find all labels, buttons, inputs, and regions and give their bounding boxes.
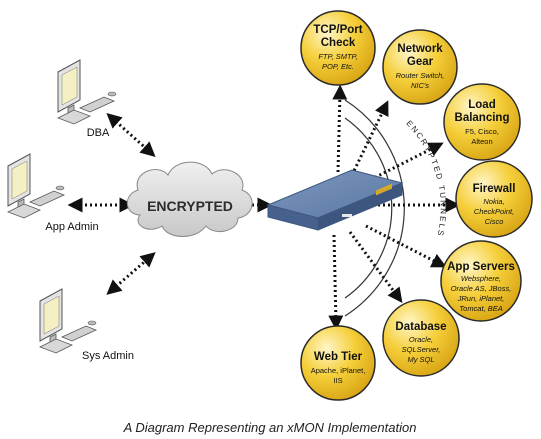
svg-text:Gear: Gear bbox=[407, 56, 434, 68]
svg-text:TCP/Port: TCP/Port bbox=[313, 24, 362, 36]
svg-text:Tomcat, BEA: Tomcat, BEA bbox=[459, 304, 503, 313]
user-connectors bbox=[67, 112, 273, 295]
workstation-sys-admin: Sys Admin bbox=[39, 288, 134, 362]
service-network-gear: Network Gear Router Switch, NIC's bbox=[382, 29, 458, 105]
svg-text:Database: Database bbox=[395, 321, 446, 333]
svg-text:Nokia,: Nokia, bbox=[483, 197, 504, 206]
svg-text:POP, Etc.: POP, Etc. bbox=[322, 62, 354, 71]
connector-load bbox=[365, 142, 444, 184]
cloud-icon: ENCRYPTED bbox=[126, 161, 253, 237]
svg-text:CheckPoint,: CheckPoint, bbox=[474, 207, 514, 216]
service-web-tier: Web Tier Apache, iPlanet, IIS bbox=[300, 325, 376, 401]
svg-text:Apache, iPlanet,: Apache, iPlanet, bbox=[311, 366, 366, 375]
svg-text:IIS: IIS bbox=[333, 376, 342, 385]
svg-text:SQLServer,: SQLServer, bbox=[402, 345, 441, 354]
svg-text:F5, Cisco,: F5, Cisco, bbox=[465, 127, 499, 136]
workstation-icon bbox=[57, 59, 117, 125]
service-load-balancing: Load Balancing F5, Cisco, Alteon bbox=[443, 83, 521, 161]
dba-label: DBA bbox=[87, 127, 110, 139]
svg-text:Cisco: Cisco bbox=[485, 217, 504, 226]
svg-text:Check: Check bbox=[321, 37, 356, 49]
service-firewall: Firewall Nokia, CheckPoint, Cisco bbox=[455, 160, 533, 238]
service-tcp-port-check: TCP/Port Check FTP, SMTP, POP, Etc. bbox=[300, 10, 376, 86]
svg-text:Router Switch,: Router Switch, bbox=[396, 71, 445, 80]
appliance-badge bbox=[342, 214, 352, 217]
tunnel-label: ENCRYPTED TUNNELS bbox=[404, 119, 447, 239]
svg-text:NIC's: NIC's bbox=[411, 81, 429, 90]
svg-text:Balancing: Balancing bbox=[455, 112, 510, 124]
svg-text:App Servers: App Servers bbox=[447, 261, 515, 273]
connector-database bbox=[348, 231, 403, 304]
cloud-label: ENCRYPTED bbox=[147, 198, 233, 214]
connector-sys-admin bbox=[106, 252, 156, 295]
svg-text:FTP, SMTP,: FTP, SMTP, bbox=[318, 52, 357, 61]
service-app-servers: App Servers Websphere, Oracle AS, JBoss,… bbox=[440, 240, 522, 322]
svg-text:Oracle,: Oracle, bbox=[409, 335, 433, 344]
svg-text:JRun, iPlanet,: JRun, iPlanet, bbox=[457, 294, 505, 303]
connector-app bbox=[365, 224, 447, 268]
app-admin-label: App Admin bbox=[45, 221, 98, 233]
svg-text:Load: Load bbox=[468, 99, 495, 111]
sys-admin-label: Sys Admin bbox=[82, 350, 134, 362]
svg-text:My SQL: My SQL bbox=[407, 355, 434, 364]
connector-tcp bbox=[332, 84, 348, 173]
workstation-dba: DBA bbox=[57, 59, 117, 139]
service-database: Database Oracle, SQLServer, My SQL bbox=[382, 299, 460, 377]
svg-text:Websphere,: Websphere, bbox=[461, 274, 501, 283]
workstation-icon bbox=[39, 288, 98, 354]
workstation-icon bbox=[7, 153, 66, 219]
connectors bbox=[328, 84, 461, 331]
svg-text:Network: Network bbox=[397, 43, 443, 55]
appliance-icon bbox=[266, 169, 404, 231]
svg-text:Alteon: Alteon bbox=[471, 137, 492, 146]
svg-text:Oracle AS, JBoss,: Oracle AS, JBoss, bbox=[451, 284, 512, 293]
workstation-app-admin: App Admin bbox=[7, 153, 99, 233]
svg-text:Web Tier: Web Tier bbox=[314, 351, 363, 363]
connector-dba bbox=[106, 112, 156, 158]
connector-web bbox=[328, 234, 344, 331]
diagram-caption: A Diagram Representing an xMON Implement… bbox=[123, 420, 417, 435]
svg-text:Firewall: Firewall bbox=[473, 183, 516, 195]
